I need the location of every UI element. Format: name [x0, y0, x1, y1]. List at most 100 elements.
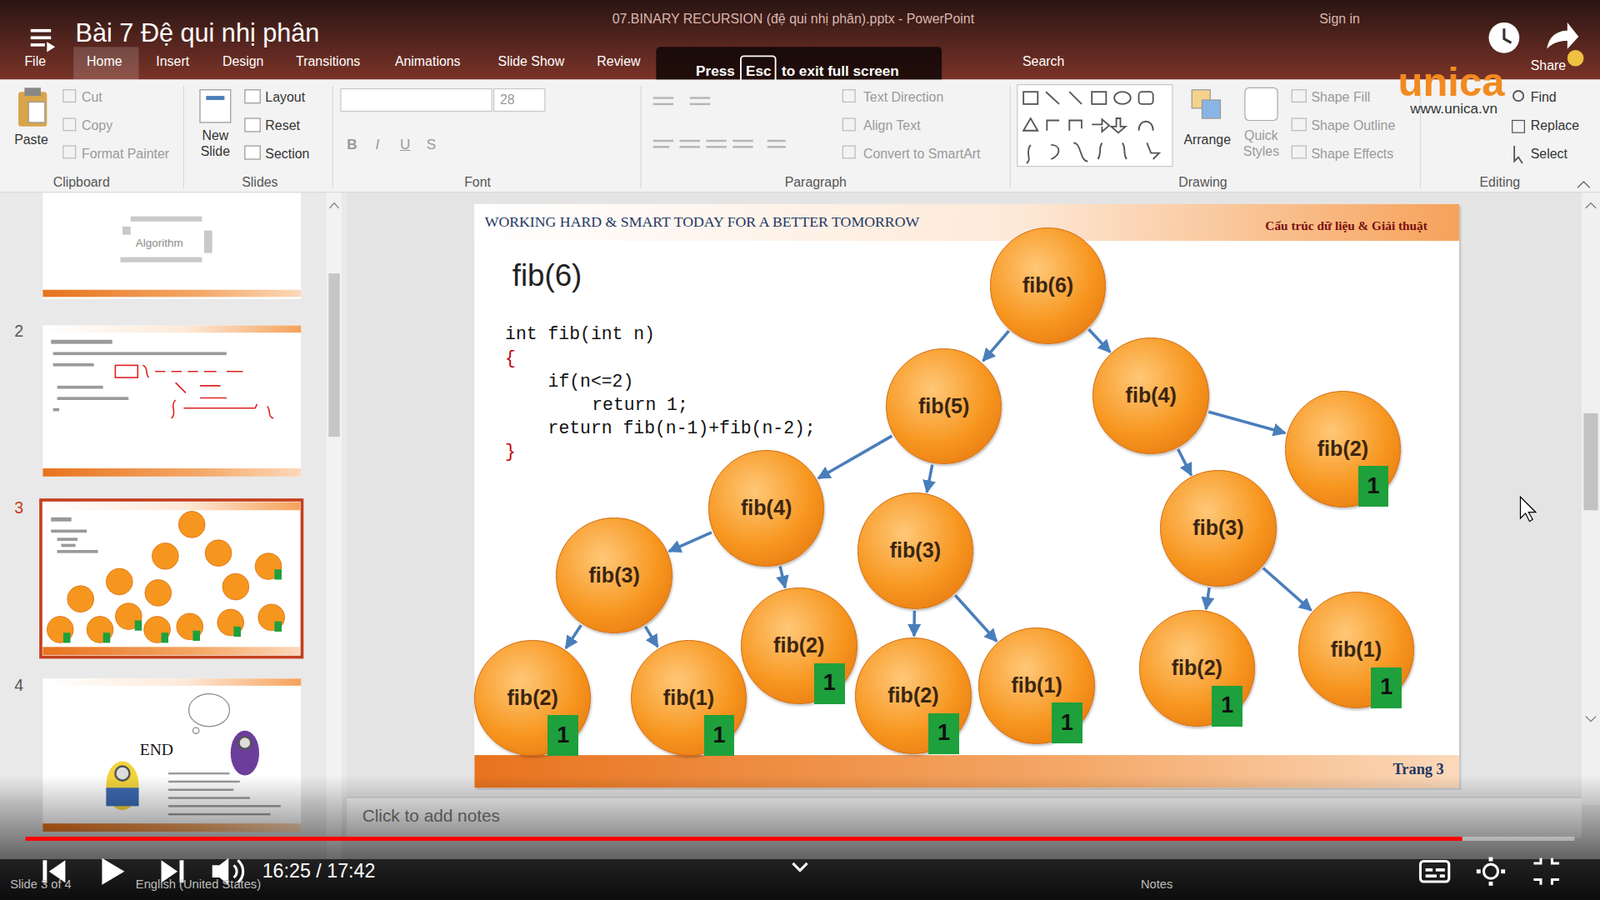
call-circle: fib(3)	[555, 517, 673, 635]
font-size-box: 28	[500, 91, 515, 108]
call-arrow	[926, 465, 933, 493]
call-label: fib(1)	[663, 686, 715, 710]
result-value: 1	[1060, 710, 1074, 736]
result-value: 1	[1366, 474, 1380, 500]
code-line: }	[505, 441, 516, 464]
call-arrow	[1205, 587, 1210, 610]
call-circle: fib(2) 1	[740, 587, 858, 705]
search-box: Search	[1022, 53, 1065, 70]
code-line: {	[505, 348, 516, 370]
ribbon-button: Replace	[1530, 117, 1580, 134]
group-label: Clipboard	[53, 174, 110, 190]
result-box: 1	[814, 663, 845, 705]
call-circle: fib(3)	[857, 492, 975, 610]
group-label: Font	[464, 174, 491, 190]
ribbon-tab: Animations	[395, 53, 461, 70]
call-circle: fib(4)	[708, 450, 825, 567]
call-circle: fib(1) 1	[978, 627, 1095, 745]
format-button: B	[346, 135, 357, 154]
call-label: fib(6)	[1022, 274, 1074, 298]
slide-number: 2	[14, 321, 24, 342]
call-label: fib(3)	[890, 539, 941, 563]
result-box: 1	[1211, 685, 1243, 727]
result-value: 1	[823, 670, 836, 696]
course-name: Cấu trúc dữ liệu & Giải thuật	[1265, 218, 1427, 234]
result-value: 1	[713, 723, 726, 749]
result-value: 1	[1380, 675, 1393, 700]
result-box: 1	[704, 715, 735, 756]
call-arrow	[1208, 411, 1285, 433]
call-label: fib(2)	[1171, 656, 1223, 680]
call-arrow	[818, 435, 893, 479]
ribbon-button: Cut	[81, 89, 103, 105]
call-arrow	[645, 626, 658, 647]
ribbon-button: Quick Styles	[1237, 128, 1285, 160]
call-label: fib(3)	[1192, 516, 1244, 540]
watermark-url: www.unica.vn	[1410, 100, 1498, 118]
call-arrow	[1263, 568, 1312, 611]
status-text: English (United States)	[135, 877, 261, 893]
ribbon-button: Text Direction	[863, 89, 944, 105]
video-title: Bài 7 Đệ qui nhị phân	[75, 17, 320, 49]
slide-banner: WORKING HARD & SMART TODAY FOR A BETTER …	[485, 213, 920, 231]
ribbon-tab: Design	[222, 53, 265, 70]
ribbon-button: Layout	[265, 89, 305, 105]
format-button: U	[400, 135, 410, 154]
call-label: fib(2)	[1317, 437, 1369, 461]
call-arrow	[912, 610, 916, 636]
format-button: S	[426, 135, 436, 154]
call-arrow	[669, 532, 712, 552]
ribbon-button: Reset	[265, 117, 300, 134]
ribbon-button: Shape Fill	[1310, 89, 1370, 105]
ribbon-button: Find	[1530, 89, 1557, 105]
ribbon-button: Shape Outline	[1310, 117, 1395, 134]
fullscreen-hint: to exit full screen	[781, 62, 900, 80]
slide-heading: fib(6)	[512, 257, 583, 295]
code-line: return fib(n-1)+fib(n-2);	[548, 418, 816, 440]
share-button: Share	[1530, 57, 1566, 74]
group-label: Slides	[241, 174, 278, 190]
call-label: fib(1)	[1010, 674, 1062, 698]
call-circle: fib(1)1	[1298, 591, 1415, 709]
result-box: 1	[547, 715, 579, 756]
ribbon-button: Arrange	[1183, 131, 1231, 148]
code-line: int fib(int n)	[505, 324, 655, 346]
fullscreen-hint: Press	[695, 62, 735, 80]
watermark-logo: unica	[1398, 57, 1505, 107]
key-cap: Esc	[745, 62, 771, 80]
ribbon-button: Section	[265, 145, 310, 162]
thumbnail-text: END	[140, 740, 174, 760]
ribbon-tab: Slide Show	[498, 53, 565, 70]
call-circle: fib(2) 1	[1139, 610, 1256, 727]
result-value: 1	[1220, 693, 1234, 719]
ribbon-button: Shape Effects	[1310, 145, 1394, 162]
call-label: fib(5)	[918, 395, 970, 419]
thumbnail-text: Algorithm	[135, 236, 184, 250]
page-number: Trang 3	[1392, 760, 1444, 779]
result-box: 1	[1370, 667, 1402, 709]
ribbon-button: Select	[1530, 145, 1568, 162]
call-label: fib(2)	[773, 634, 825, 658]
call-circle: fib(5)	[885, 348, 1003, 465]
code-line: return 1;	[591, 395, 689, 417]
call-circle: fib(2)1	[855, 637, 972, 755]
group-label: Paragraph	[785, 174, 847, 190]
group-label: Editing	[1480, 174, 1521, 190]
slide-number: 3	[14, 498, 24, 519]
sign-in-link: Sign in	[1319, 10, 1360, 27]
group-label: Drawing	[1178, 174, 1227, 190]
ribbon-tab: Home	[86, 53, 122, 70]
call-circle: fib(6)	[990, 227, 1107, 345]
code-line: if(n<=2)	[548, 371, 635, 394]
call-arrow	[565, 625, 581, 648]
time-display: 16:25 / 17:42	[262, 860, 376, 884]
call-label: fib(4)	[1125, 384, 1177, 408]
ribbon-button: New Slide	[190, 128, 241, 160]
ribbon-button: Convert to SmartArt	[863, 145, 981, 162]
call-circle: fib(4)	[1092, 337, 1210, 455]
ribbon-button: Paste	[14, 131, 49, 148]
call-arrow	[983, 330, 1010, 361]
result-box: 1	[928, 713, 960, 755]
call-circle: fib(1) 1	[630, 640, 748, 757]
